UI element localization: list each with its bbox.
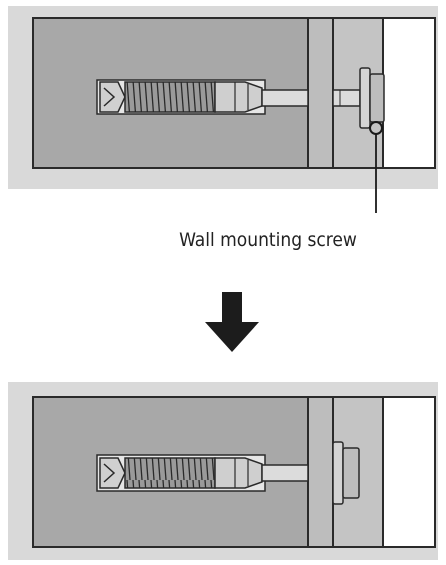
screw-head-icon — [360, 68, 384, 128]
step-1-panel — [8, 6, 438, 213]
wall-anchor-icon — [97, 80, 265, 114]
screw-head-icon — [333, 442, 359, 504]
screw-shaft — [262, 465, 308, 481]
wall-anchor-icon — [97, 455, 265, 491]
step-1-white-block — [383, 18, 435, 168]
step-1-mounting-plate — [308, 18, 333, 168]
step-2-white-block — [383, 397, 435, 547]
down-arrow-icon — [205, 292, 259, 352]
callout-label: Wall mounting screw — [179, 229, 357, 251]
step-2-mounting-plate — [308, 397, 333, 547]
step-2-panel — [8, 382, 438, 560]
